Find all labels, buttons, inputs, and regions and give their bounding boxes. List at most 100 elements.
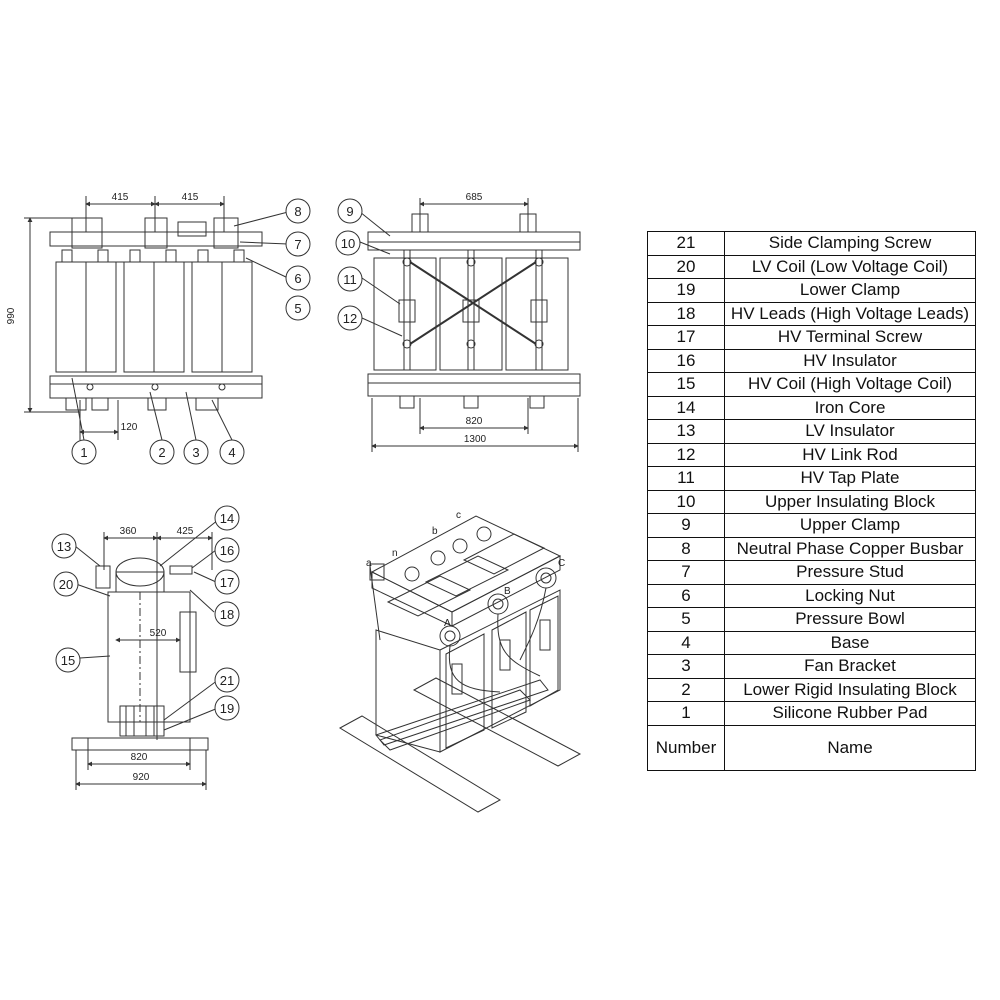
callout-12: 12 (343, 311, 357, 326)
part-number: 20 (647, 254, 725, 279)
end-dim-inner: 820 (131, 752, 148, 763)
callout-18: 18 (220, 607, 234, 622)
front-dim-2: 415 (182, 192, 199, 203)
part-number: 7 (647, 560, 725, 585)
iso-label-B: B (504, 586, 511, 597)
iso-label-c: c (456, 510, 461, 521)
end-dim-1: 360 (120, 526, 137, 537)
part-name: Iron Core (724, 395, 976, 420)
callout-4: 4 (228, 445, 235, 460)
part-number: 9 (647, 513, 725, 538)
iso-label-b: b (432, 526, 438, 537)
callout-11: 11 (343, 272, 357, 287)
iso-label-n: n (392, 548, 398, 559)
end-callouts (51, 505, 240, 721)
front-dim-1: 415 (112, 192, 129, 203)
part-name: HV Leads (High Voltage Leads) (724, 301, 976, 326)
end-dim-2: 425 (177, 526, 194, 537)
iso-label-a: a (366, 558, 372, 569)
part-number: 19 (647, 278, 725, 303)
side-dim-inner: 820 (466, 416, 483, 427)
callout-3: 3 (192, 445, 199, 460)
part-number: 6 (647, 583, 725, 608)
part-number: 12 (647, 442, 725, 467)
iso-label-A: A (444, 618, 451, 629)
part-number: 4 (647, 630, 725, 655)
callout-10: 10 (341, 236, 355, 251)
callout-14: 14 (220, 511, 234, 526)
part-name: Upper Clamp (724, 513, 976, 538)
callout-1: 1 (80, 445, 87, 460)
part-number: 16 (647, 348, 725, 373)
callout-9: 9 (346, 204, 353, 219)
iso-label-C: C (558, 558, 565, 569)
callout-17: 17 (220, 575, 234, 590)
part-name: Silicone Rubber Pad (724, 701, 976, 726)
part-number: 3 (647, 654, 725, 679)
part-name: Upper Insulating Block (724, 489, 976, 514)
callout-2: 2 (158, 445, 165, 460)
end-dim-mid: 520 (150, 628, 167, 639)
part-number: 2 (647, 677, 725, 702)
part-number: 14 (647, 395, 725, 420)
part-name: Pressure Bowl (724, 607, 976, 632)
side-callouts (335, 198, 363, 331)
part-name: LV Insulator (724, 419, 976, 444)
part-number: 11 (647, 466, 725, 491)
part-number: 10 (647, 489, 725, 514)
callout-19: 19 (220, 701, 234, 716)
part-number: 8 (647, 536, 725, 561)
side-view (359, 198, 581, 452)
part-name: HV Link Rod (724, 442, 976, 467)
part-name: Locking Nut (724, 583, 976, 608)
part-name: Pressure Stud (724, 560, 976, 585)
callout-20: 20 (59, 577, 73, 592)
side-dim-outer: 1300 (464, 434, 487, 445)
part-name: Base (724, 630, 976, 655)
callout-8: 8 (294, 204, 301, 219)
part-number: 5 (647, 607, 725, 632)
part-name: LV Coil (Low Voltage Coil) (724, 254, 976, 279)
part-number: 21 (647, 231, 725, 256)
side-dim-top: 685 (466, 192, 483, 203)
part-name: HV Tap Plate (724, 466, 976, 491)
front-dim-height: 990 (6, 307, 17, 324)
part-number: 18 (647, 301, 725, 326)
callout-16: 16 (220, 543, 234, 558)
callout-13: 13 (57, 539, 71, 554)
header-number: Number (647, 724, 725, 771)
end-dim-outer: 920 (133, 772, 150, 783)
part-name: HV Insulator (724, 348, 976, 373)
part-name: Side Clamping Screw (724, 231, 976, 256)
part-name: Neutral Phase Copper Busbar (724, 536, 976, 561)
end-view (71, 519, 219, 790)
callout-21: 21 (220, 673, 234, 688)
part-name: HV Coil (High Voltage Coil) (724, 372, 976, 397)
front-dim-3: 120 (121, 422, 138, 433)
part-number: 1 (647, 701, 725, 726)
part-number: 13 (647, 419, 725, 444)
